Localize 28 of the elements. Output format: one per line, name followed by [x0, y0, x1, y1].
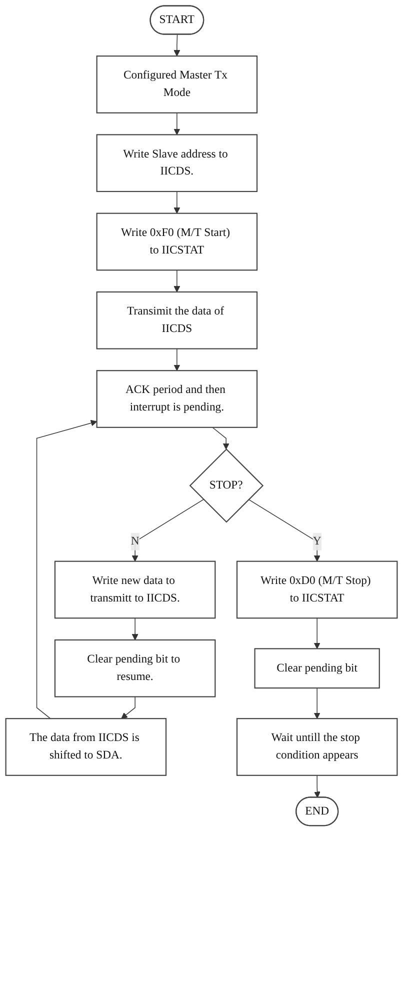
- node-box: Configured Master Tx Mode: [96, 56, 258, 114]
- node-box: Write Slave address to IICDS.: [96, 134, 258, 192]
- arrow: [212, 427, 230, 450]
- node-box: The data from IICDS is shifted to SDA.: [5, 718, 167, 776]
- node-box: Write 0xD0 (M/T Stop) to IICSTAT: [236, 560, 398, 619]
- arrow: [36, 420, 98, 719]
- node-diamond: STOP?: [189, 448, 264, 523]
- arrow: [248, 499, 320, 562]
- arrow: [314, 775, 320, 798]
- arrow: [174, 348, 180, 371]
- arrow: [132, 499, 204, 562]
- node-box: Transimit the data of IICDS: [96, 291, 258, 350]
- arrow: [314, 618, 320, 649]
- node-box: Wait untill the stop condition appears: [236, 718, 398, 776]
- arrow: [121, 696, 136, 719]
- edge-label: Y: [312, 535, 322, 548]
- edge-label: N: [130, 535, 140, 548]
- node-box: Write new data to transmitt to IICDS.: [54, 560, 216, 619]
- arrow: [174, 270, 180, 292]
- arrow: [174, 191, 180, 214]
- arrow: [174, 112, 180, 135]
- node-box: ACK period and then interrupt is pending.: [96, 370, 258, 428]
- node-box: Clear pending bit: [254, 648, 380, 689]
- arrow: [132, 618, 138, 640]
- node-box: Clear pending bit to resume.: [54, 639, 216, 698]
- arrow: [314, 688, 320, 719]
- arrow: [174, 34, 180, 56]
- node-box: Write 0xF0 (M/T Start) to IICSTAT: [96, 212, 258, 271]
